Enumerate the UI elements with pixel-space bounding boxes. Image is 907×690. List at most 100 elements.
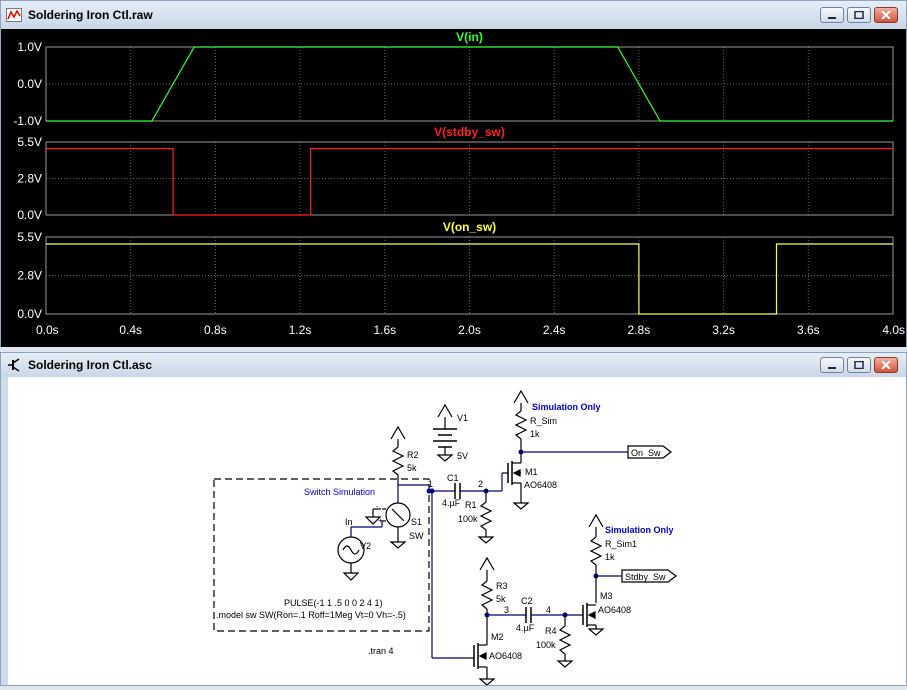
- r-sim-label: R_Sim: [530, 416, 557, 426]
- waveform-window[interactable]: Soldering Iron Ctl.raw 1.0V 0.0V -1.0V V(in…: [0, 0, 907, 347]
- r-sim-resistor[interactable]: [513, 389, 529, 451]
- node-1-label: 1: [428, 479, 433, 489]
- junction: [429, 488, 435, 494]
- r2-resistor[interactable]: [390, 425, 406, 485]
- c1-label: C1: [447, 473, 459, 483]
- waveform-window-title: Soldering Iron Ctl.raw: [28, 8, 153, 22]
- node-3-label: 3: [504, 605, 509, 615]
- pulse-directive: PULSE(-1 1 .5 0 0 2 4 1): [284, 598, 383, 608]
- close-icon: [881, 11, 891, 19]
- minimize-button[interactable]: [820, 7, 844, 23]
- x-tick-label: 2.0s: [458, 323, 481, 337]
- trace-line[interactable]: [46, 243, 893, 315]
- x-tick-label: 0.8s: [204, 323, 227, 337]
- c1-capacitor[interactable]: [448, 483, 486, 499]
- schematic-drawing[interactable]: V1 5V R2 5k S1: [8, 377, 906, 686]
- in-net-label: In: [345, 517, 353, 527]
- pane-frame: [45, 141, 894, 216]
- y-tick-label: 2.8V: [17, 172, 42, 186]
- y-tick-label: 1.0V: [17, 40, 42, 54]
- r-sim1-resistor[interactable]: [588, 513, 604, 575]
- waveform-icon: [6, 7, 22, 23]
- x-tick-label: 1.6s: [373, 323, 396, 337]
- c2-label: C2: [521, 596, 533, 606]
- r4-value: 100k: [536, 640, 556, 650]
- v2-source[interactable]: [337, 536, 365, 581]
- trace-label[interactable]: V(on_sw): [443, 220, 496, 234]
- m1-mosfet[interactable]: [502, 452, 530, 510]
- v1-source[interactable]: [433, 403, 457, 462]
- c2-value: 4.µF: [516, 623, 535, 633]
- m3-mosfet[interactable]: [581, 576, 605, 636]
- close-button[interactable]: [874, 7, 898, 23]
- trace-line[interactable]: [46, 147, 893, 216]
- stdby-sw-net-flag[interactable]: [621, 569, 677, 583]
- schematic-titlebar[interactable]: Soldering Iron Ctl.asc: [1, 353, 906, 377]
- r-sim1-value: 1k: [605, 552, 615, 562]
- x-tick-label: 0.4s: [119, 323, 142, 337]
- x-tick-label: 2.8s: [628, 323, 651, 337]
- transistor-icon: [6, 357, 22, 373]
- minimize-icon: [828, 367, 836, 369]
- trace-line[interactable]: [46, 46, 893, 122]
- minimize-icon: [828, 17, 836, 19]
- m3-label: M3: [600, 591, 613, 601]
- m2-mosfet[interactable]: [468, 615, 496, 686]
- c1-value: 4.µF: [442, 498, 461, 508]
- waveform-titlebar[interactable]: Soldering Iron Ctl.raw: [1, 1, 906, 29]
- maximize-button[interactable]: [847, 7, 871, 23]
- ground-symbol: [389, 541, 407, 549]
- c2-capacitor[interactable]: [525, 607, 532, 623]
- r3-label: R3: [496, 581, 508, 591]
- m1-label: M1: [525, 467, 538, 477]
- stdby-sw-label: Stdby_Sw: [625, 572, 666, 582]
- tran-directive: .tran 4: [368, 646, 394, 656]
- maximize-icon: [854, 11, 864, 19]
- node-4-label: 4: [546, 605, 551, 615]
- y-tick-label: 5.5V: [17, 230, 42, 244]
- m2-value: AO6408: [489, 651, 522, 661]
- r3-resistor[interactable]: [479, 556, 495, 615]
- trace-label[interactable]: V(in): [456, 30, 483, 44]
- simulation-only-label-2: Simulation Only: [605, 525, 674, 535]
- m3-value: AO6408: [598, 605, 631, 615]
- s1-model: SW: [409, 531, 424, 541]
- y-tick-label: -1.0V: [13, 114, 42, 128]
- s1-minus-sign: -: [376, 502, 379, 511]
- schematic-window[interactable]: Soldering Iron Ctl.asc V1 5V: [0, 352, 907, 686]
- s1-label: S1: [411, 517, 422, 527]
- v1-value: 5V: [457, 451, 468, 461]
- v1-label: V1: [457, 413, 468, 423]
- pane-frame: [45, 236, 894, 315]
- close-button[interactable]: [874, 357, 898, 373]
- trace-label[interactable]: V(stdby_sw): [434, 125, 505, 139]
- x-tick-label: 1.2s: [289, 323, 312, 337]
- y-tick-label: 5.5V: [17, 135, 42, 149]
- schematic-canvas[interactable]: V1 5V R2 5k S1: [8, 377, 906, 686]
- y-tick-label: 0.0V: [17, 208, 42, 222]
- v2-label: V2: [360, 541, 371, 551]
- y-tick-label: 2.8V: [17, 269, 42, 283]
- minimize-button[interactable]: [820, 357, 844, 373]
- close-icon: [881, 361, 891, 369]
- ground-symbol: [364, 508, 382, 525]
- r4-label: R4: [545, 626, 557, 636]
- maximize-button[interactable]: [847, 357, 871, 373]
- waveform-chart[interactable]: 1.0V 0.0V -1.0V V(in) 5.5V 2.8V 0.0V V(stdby_sw…: [1, 29, 906, 347]
- r-sim-value: 1k: [530, 429, 540, 439]
- y-tick-label: 0.0V: [17, 307, 42, 321]
- on-sw-label: On_Sw: [631, 448, 661, 458]
- x-tick-label: 2.4s: [543, 323, 566, 337]
- r1-resistor[interactable]: [477, 491, 495, 544]
- schematic-window-title: Soldering Iron Ctl.asc: [28, 358, 153, 372]
- switch-simulation-label: Switch Simulation: [304, 487, 375, 497]
- x-tick-label: 0.0s: [36, 323, 59, 337]
- on-sw-net-flag[interactable]: [627, 445, 672, 459]
- waveform-plot-area[interactable]: 1.0V 0.0V -1.0V V(in) 5.5V 2.8V 0.0V V(stdby_sw…: [1, 29, 906, 347]
- s1-switch[interactable]: [382, 502, 411, 542]
- x-tick-label: 4.0s: [882, 323, 905, 337]
- r4-resistor[interactable]: [556, 615, 574, 668]
- switch-simulation-box: [213, 478, 430, 632]
- x-tick-label: 3.6s: [797, 323, 820, 337]
- x-tick-label: 3.2s: [712, 323, 735, 337]
